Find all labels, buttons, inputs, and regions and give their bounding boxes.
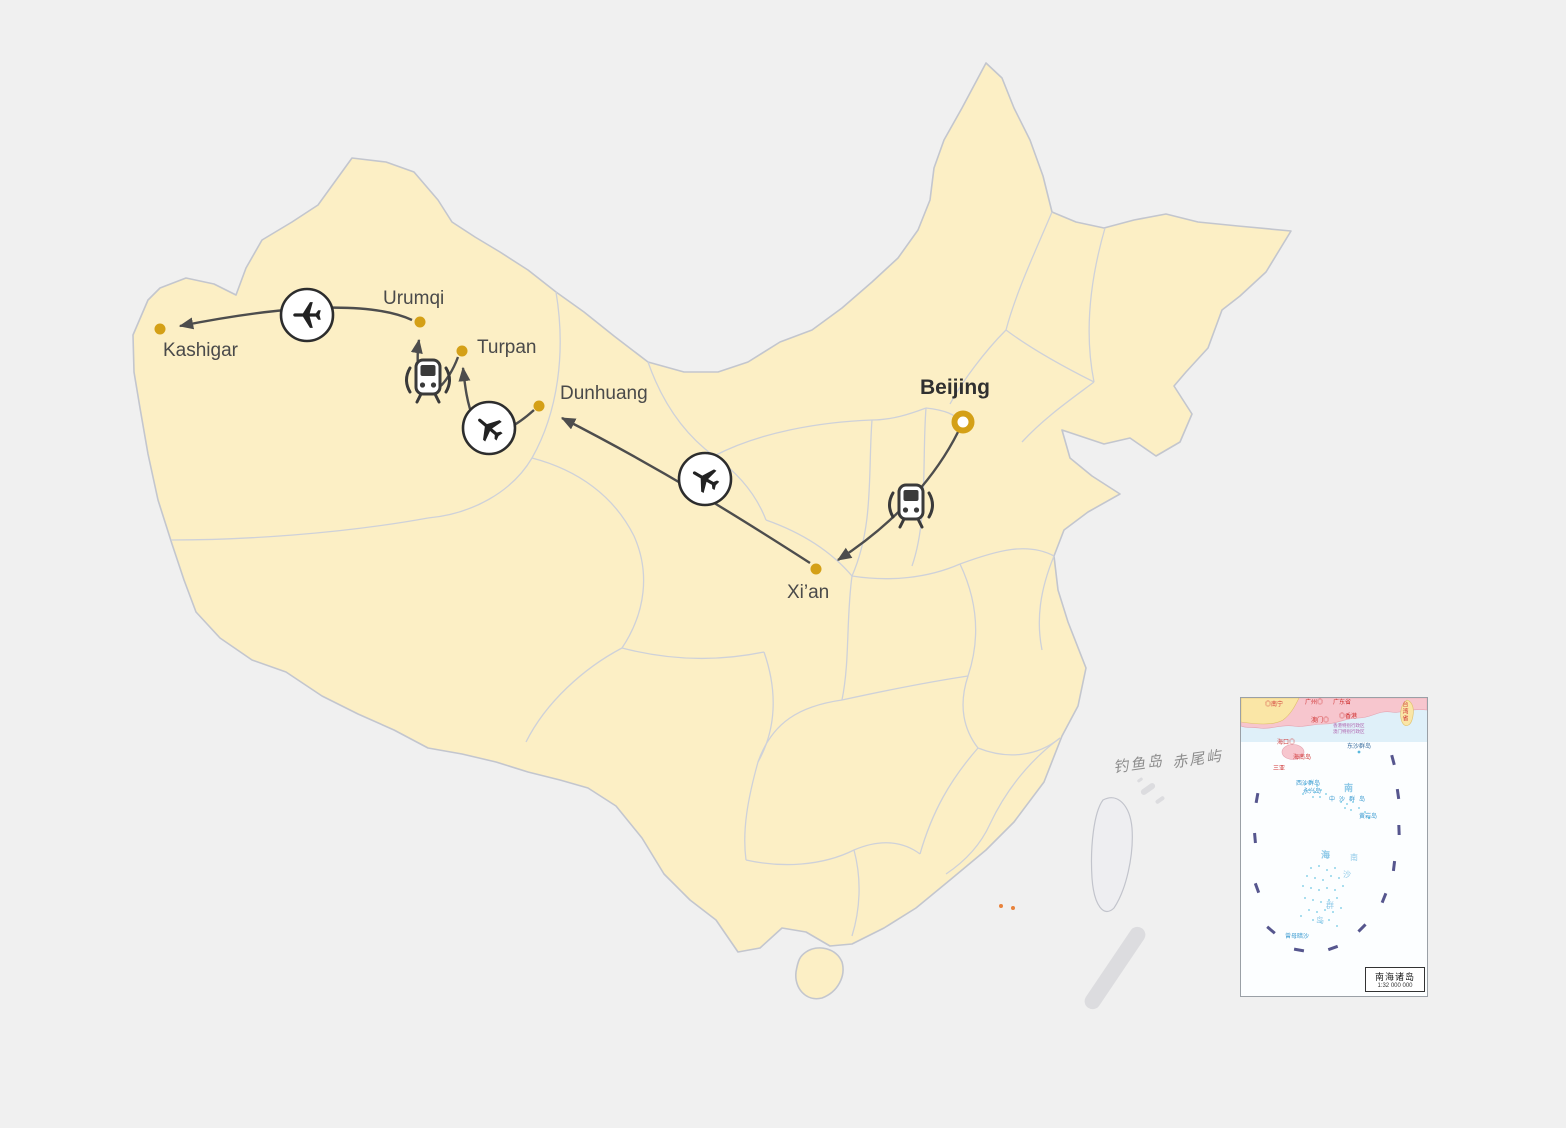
inset-label-zhongsha: 中沙群岛 xyxy=(1329,797,1370,803)
inset-label-hk-sar: 香港特别行政区 xyxy=(1333,723,1365,728)
city-label-beijing: Beijing xyxy=(920,376,991,399)
stop-dot-urumqi xyxy=(414,316,426,328)
plane-icon-xian-dunhuang xyxy=(676,450,734,513)
city-label-urumqi: Urumqi xyxy=(383,288,445,309)
inset-label-guangdong: 广东省 xyxy=(1333,700,1352,706)
city-label-dunhuang: Dunhuang xyxy=(560,383,648,404)
inset-label-nansha-sha: 沙 xyxy=(1343,870,1351,879)
inset-label-macau: 澳门◎ xyxy=(1311,718,1330,724)
nine-dash-line xyxy=(1253,754,1401,953)
city-label-xian: Xi’an xyxy=(787,582,830,603)
inset-label-taiwan: 台湾省 xyxy=(1401,701,1407,722)
inset-title: 南海诸岛 xyxy=(1374,972,1415,982)
inset-label-zengmu: 曾母暗沙 xyxy=(1285,934,1310,940)
small-orange-dot xyxy=(999,904,1003,908)
plane-icon-dunhuang-turpan xyxy=(460,399,518,462)
inset-label-macau-sar: 澳门特别行政区 xyxy=(1333,729,1365,734)
inset-label-hongkong: ◎香港 xyxy=(1339,714,1358,720)
inset-label-nansha-qun: 群 xyxy=(1326,901,1334,910)
route-stops xyxy=(154,316,975,575)
inset-scale: 1:32 000 000 xyxy=(1377,983,1413,989)
train-icon-turpan-urumqi xyxy=(400,352,456,413)
stop-dot-turpan xyxy=(456,345,468,357)
inset-title-box: 南海诸岛 1:32 000 000 xyxy=(1365,967,1425,992)
inset-label-huangyan: 黄岩岛 xyxy=(1359,814,1378,820)
inset-label-dongsha: 东沙群岛 xyxy=(1347,744,1372,750)
stop-dot-beijing xyxy=(951,410,975,434)
inset-graphic xyxy=(1241,698,1427,996)
inset-label-guangzhou: 广州◎ xyxy=(1305,700,1324,706)
plane-icon-urumqi-kashigar xyxy=(278,286,336,349)
inset-label-haikou: 海口◎ xyxy=(1277,740,1296,746)
inset-label-nanhai-nan: 南 xyxy=(1344,783,1354,793)
hainan-island xyxy=(795,947,844,1000)
province-borders xyxy=(170,211,1106,937)
inset-label-xisha: 西沙群岛 xyxy=(1296,781,1321,787)
inset-label-nansha-nan: 南 xyxy=(1350,853,1358,862)
city-label-turpan: Turpan xyxy=(477,337,537,358)
inset-label-nanhai-hai: 海 xyxy=(1321,850,1331,860)
inset-label-sanya: 三亚 xyxy=(1273,766,1286,772)
inset-label-hainan: 海南岛 xyxy=(1293,755,1312,761)
inset-label-yongxing: 永兴岛 xyxy=(1303,789,1322,795)
outlying-islands xyxy=(1084,777,1165,1010)
train-icon-beijing-xian xyxy=(883,477,939,538)
stop-dot-kashigar xyxy=(154,323,166,335)
small-orange-dot xyxy=(1011,906,1015,910)
city-label-kashigar: Kashigar xyxy=(163,340,238,361)
stop-dot-dunhuang xyxy=(533,400,545,412)
south-china-sea-inset: ◎南宁 广州◎ 广东省 ◎香港 澳门◎ 香港特别行政区 澳门特别行政区 海口◎ … xyxy=(1240,697,1428,997)
inset-label-nanning: ◎南宁 xyxy=(1265,702,1284,708)
stop-dot-xian xyxy=(810,563,822,575)
taiwan-island xyxy=(1090,797,1133,913)
island-specks xyxy=(1300,781,1371,927)
inset-label-nansha-dao: 岛 xyxy=(1316,916,1324,925)
